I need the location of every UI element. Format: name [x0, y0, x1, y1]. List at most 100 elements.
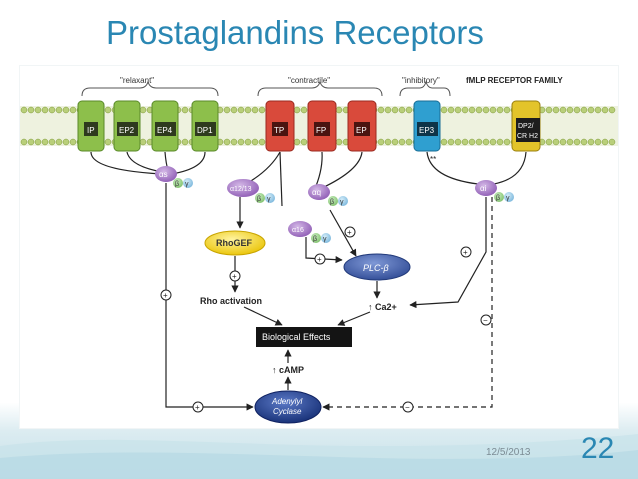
camp-label: ↑ cAMP — [272, 365, 304, 375]
stars-mark: ** — [430, 155, 436, 164]
lipid-head — [587, 106, 595, 114]
lipid-head — [405, 138, 413, 146]
lipid-head — [601, 138, 609, 146]
lipid-head — [398, 138, 406, 146]
receptor-ep2: EP2 — [113, 100, 141, 152]
lipid-head — [34, 138, 42, 146]
lipid-head — [251, 106, 259, 114]
slide-title: Prostaglandins Receptors — [106, 14, 484, 51]
lipid-head — [293, 138, 301, 146]
lipid-head — [69, 138, 77, 146]
lipid-head — [482, 138, 490, 146]
lipid-head — [545, 138, 553, 146]
lipid-head — [139, 138, 147, 146]
svg-text:−: − — [483, 316, 488, 325]
lipid-head — [384, 138, 392, 146]
svg-text:β: β — [313, 236, 317, 243]
lipid-head — [573, 138, 581, 146]
gprotein-alpha-12-13: α12/13 β γ — [227, 179, 275, 203]
signal-arrows — [165, 183, 487, 411]
lipid-head — [258, 106, 266, 114]
lipid-head — [27, 106, 35, 114]
lipid-head — [447, 138, 455, 146]
lipid-head — [223, 138, 231, 146]
lipid-head — [489, 106, 497, 114]
svg-text:DP1: DP1 — [197, 126, 213, 135]
inhibitory-dashed-arrow — [322, 197, 493, 411]
svg-text:α16: α16 — [292, 227, 304, 234]
lipid-head — [398, 106, 406, 114]
lipid-head — [503, 106, 511, 114]
lipid-head — [237, 106, 245, 114]
svg-text:γ: γ — [506, 195, 510, 202]
receptor-ep1: EP — [347, 100, 377, 152]
svg-text:αq: αq — [312, 188, 321, 197]
lipid-head — [258, 138, 266, 146]
lipid-head — [237, 138, 245, 146]
plus-sign-ca-inhibitory: + — [460, 246, 472, 258]
lipid-head — [27, 138, 35, 146]
lipid-head — [405, 106, 413, 114]
receptor-dp1: DP1 — [191, 100, 219, 152]
rho-activation-label: Rho activation — [200, 296, 262, 306]
receptor-tp: TP — [265, 100, 295, 152]
lipid-head — [300, 138, 308, 146]
svg-text:γ: γ — [185, 181, 189, 188]
lipid-head — [482, 106, 490, 114]
lipid-head — [34, 106, 42, 114]
svg-text:αs: αs — [159, 170, 168, 179]
lipid-head — [335, 138, 343, 146]
plus-sign-plc-q: + — [344, 226, 356, 238]
svg-text:EP: EP — [356, 126, 367, 135]
svg-text:+: + — [163, 291, 168, 300]
receptor-links — [90, 151, 527, 207]
gprotein-alpha-16: α16 β γ — [288, 221, 331, 243]
svg-text:+: + — [463, 248, 468, 257]
lipid-head — [566, 138, 574, 146]
svg-text:TP: TP — [274, 126, 284, 135]
svg-text:β: β — [330, 199, 334, 206]
lipid-head — [475, 138, 483, 146]
label-relaxant: "relaxant" — [120, 76, 154, 85]
receptor-ip: IP — [77, 100, 105, 152]
gprotein-alpha-q: αq β γ — [308, 184, 348, 206]
gprotein-alpha-s: αs β γ — [155, 166, 193, 188]
label-inhibitory: "inhibitory" — [402, 76, 440, 85]
lipid-head — [440, 106, 448, 114]
lipid-head — [62, 106, 70, 114]
lipid-head — [447, 106, 455, 114]
svg-text:γ: γ — [323, 236, 327, 243]
lipid-head — [594, 106, 602, 114]
receptor-ep4: EP4 — [151, 100, 179, 152]
lipid-head — [20, 138, 28, 146]
svg-text:RhoGEF: RhoGEF — [216, 238, 252, 248]
svg-text:Adenylyl: Adenylyl — [271, 397, 302, 406]
svg-text:EP4: EP4 — [157, 126, 173, 135]
svg-text:−: − — [405, 403, 410, 412]
lipid-head — [559, 138, 567, 146]
svg-text:β: β — [257, 196, 261, 203]
lipid-head — [41, 138, 49, 146]
svg-text:+: + — [347, 228, 352, 237]
plus-sign-rho: + — [229, 270, 241, 282]
minus-sign-adenylyl: − — [402, 401, 414, 413]
lipid-head — [545, 106, 553, 114]
prostaglandin-receptor-diagram: "relaxant" "contractile" "inhibitory" fM… — [20, 76, 618, 424]
lipid-head — [300, 106, 308, 114]
lipid-head — [496, 138, 504, 146]
lipid-head — [384, 106, 392, 114]
svg-text:+: + — [232, 272, 237, 281]
label-contractile: "contractile" — [288, 76, 330, 85]
lipid-head — [454, 138, 462, 146]
lipid-head — [41, 106, 49, 114]
lipid-head — [48, 138, 56, 146]
lipid-head — [181, 106, 189, 114]
svg-text:PLC-β: PLC-β — [363, 263, 389, 273]
label-fmlp-family: fMLP RECEPTOR FAMILY — [466, 76, 563, 85]
plc-beta-node: PLC-β — [343, 253, 411, 281]
adenylyl-cyclase-node: Adenylyl Cyclase — [254, 390, 322, 424]
lipid-head — [20, 106, 28, 114]
svg-text:γ: γ — [267, 196, 271, 203]
lipid-head — [181, 138, 189, 146]
lipid-head — [559, 106, 567, 114]
